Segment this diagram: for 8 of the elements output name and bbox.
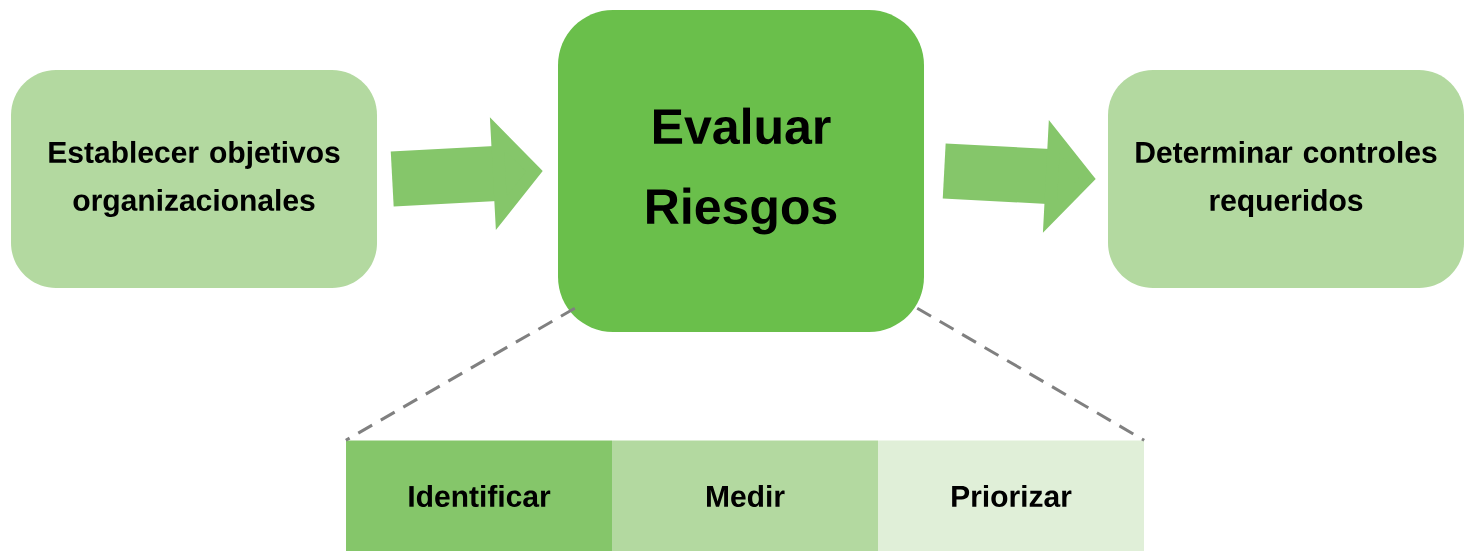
- start-box: Establecer objetivos organizacionales: [11, 70, 377, 288]
- end-box: Determinar controles requeridos: [1108, 70, 1464, 288]
- process-box: Evaluar Riesgos: [558, 10, 924, 332]
- step-cell: Priorizar: [878, 440, 1144, 551]
- step-cell: Medir: [612, 440, 878, 551]
- dashed-line: [345, 306, 576, 442]
- step-cell: Identificar: [346, 440, 612, 551]
- dashed-line: [916, 306, 1145, 442]
